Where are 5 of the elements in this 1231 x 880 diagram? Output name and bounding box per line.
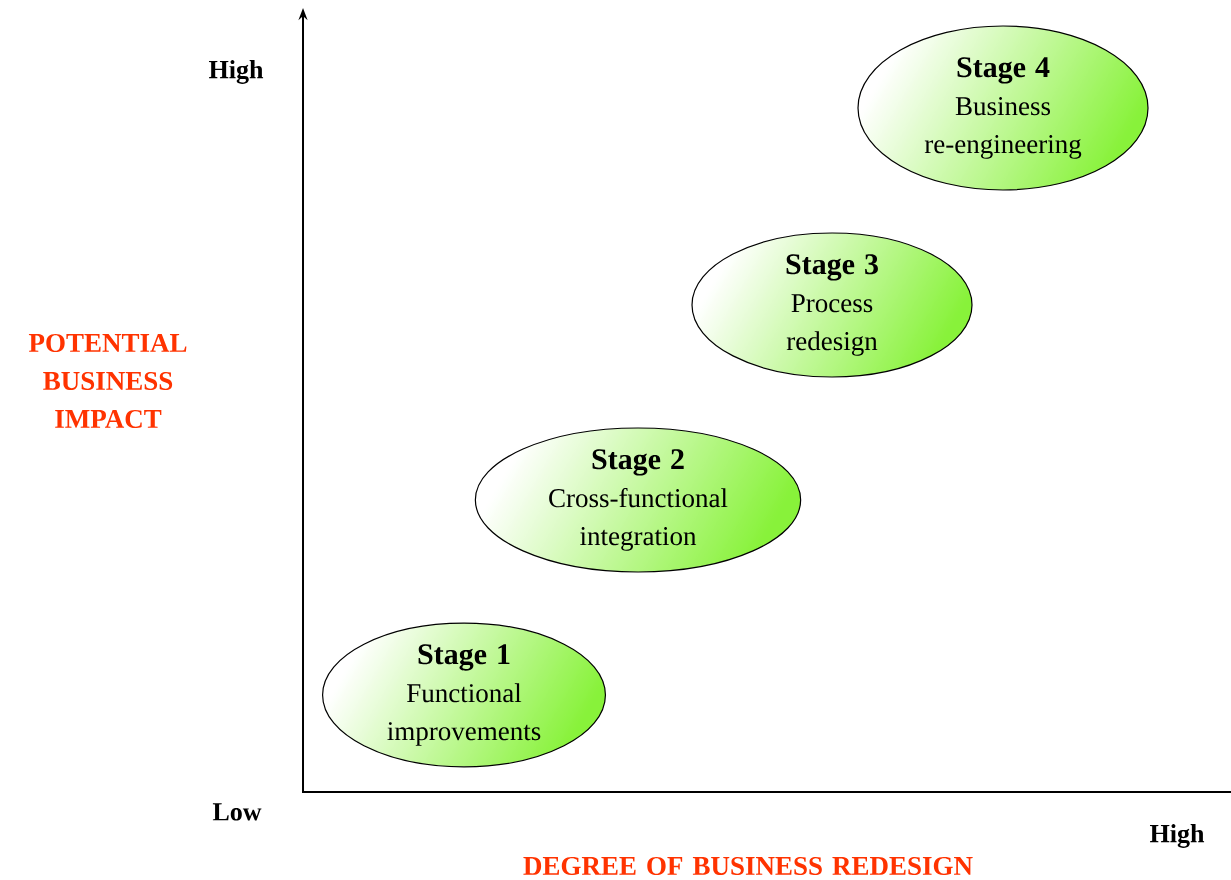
axis-tick-label: High bbox=[1150, 824, 1205, 848]
axis-title: POTENTIAL BUSINESS IMPACT bbox=[28, 333, 187, 429]
axis-tick-label: High bbox=[209, 60, 264, 84]
axis-tick-label: Low bbox=[212, 803, 262, 821]
axis-title: DEGREE OF BUSINESS REDESIGN bbox=[523, 856, 973, 876]
